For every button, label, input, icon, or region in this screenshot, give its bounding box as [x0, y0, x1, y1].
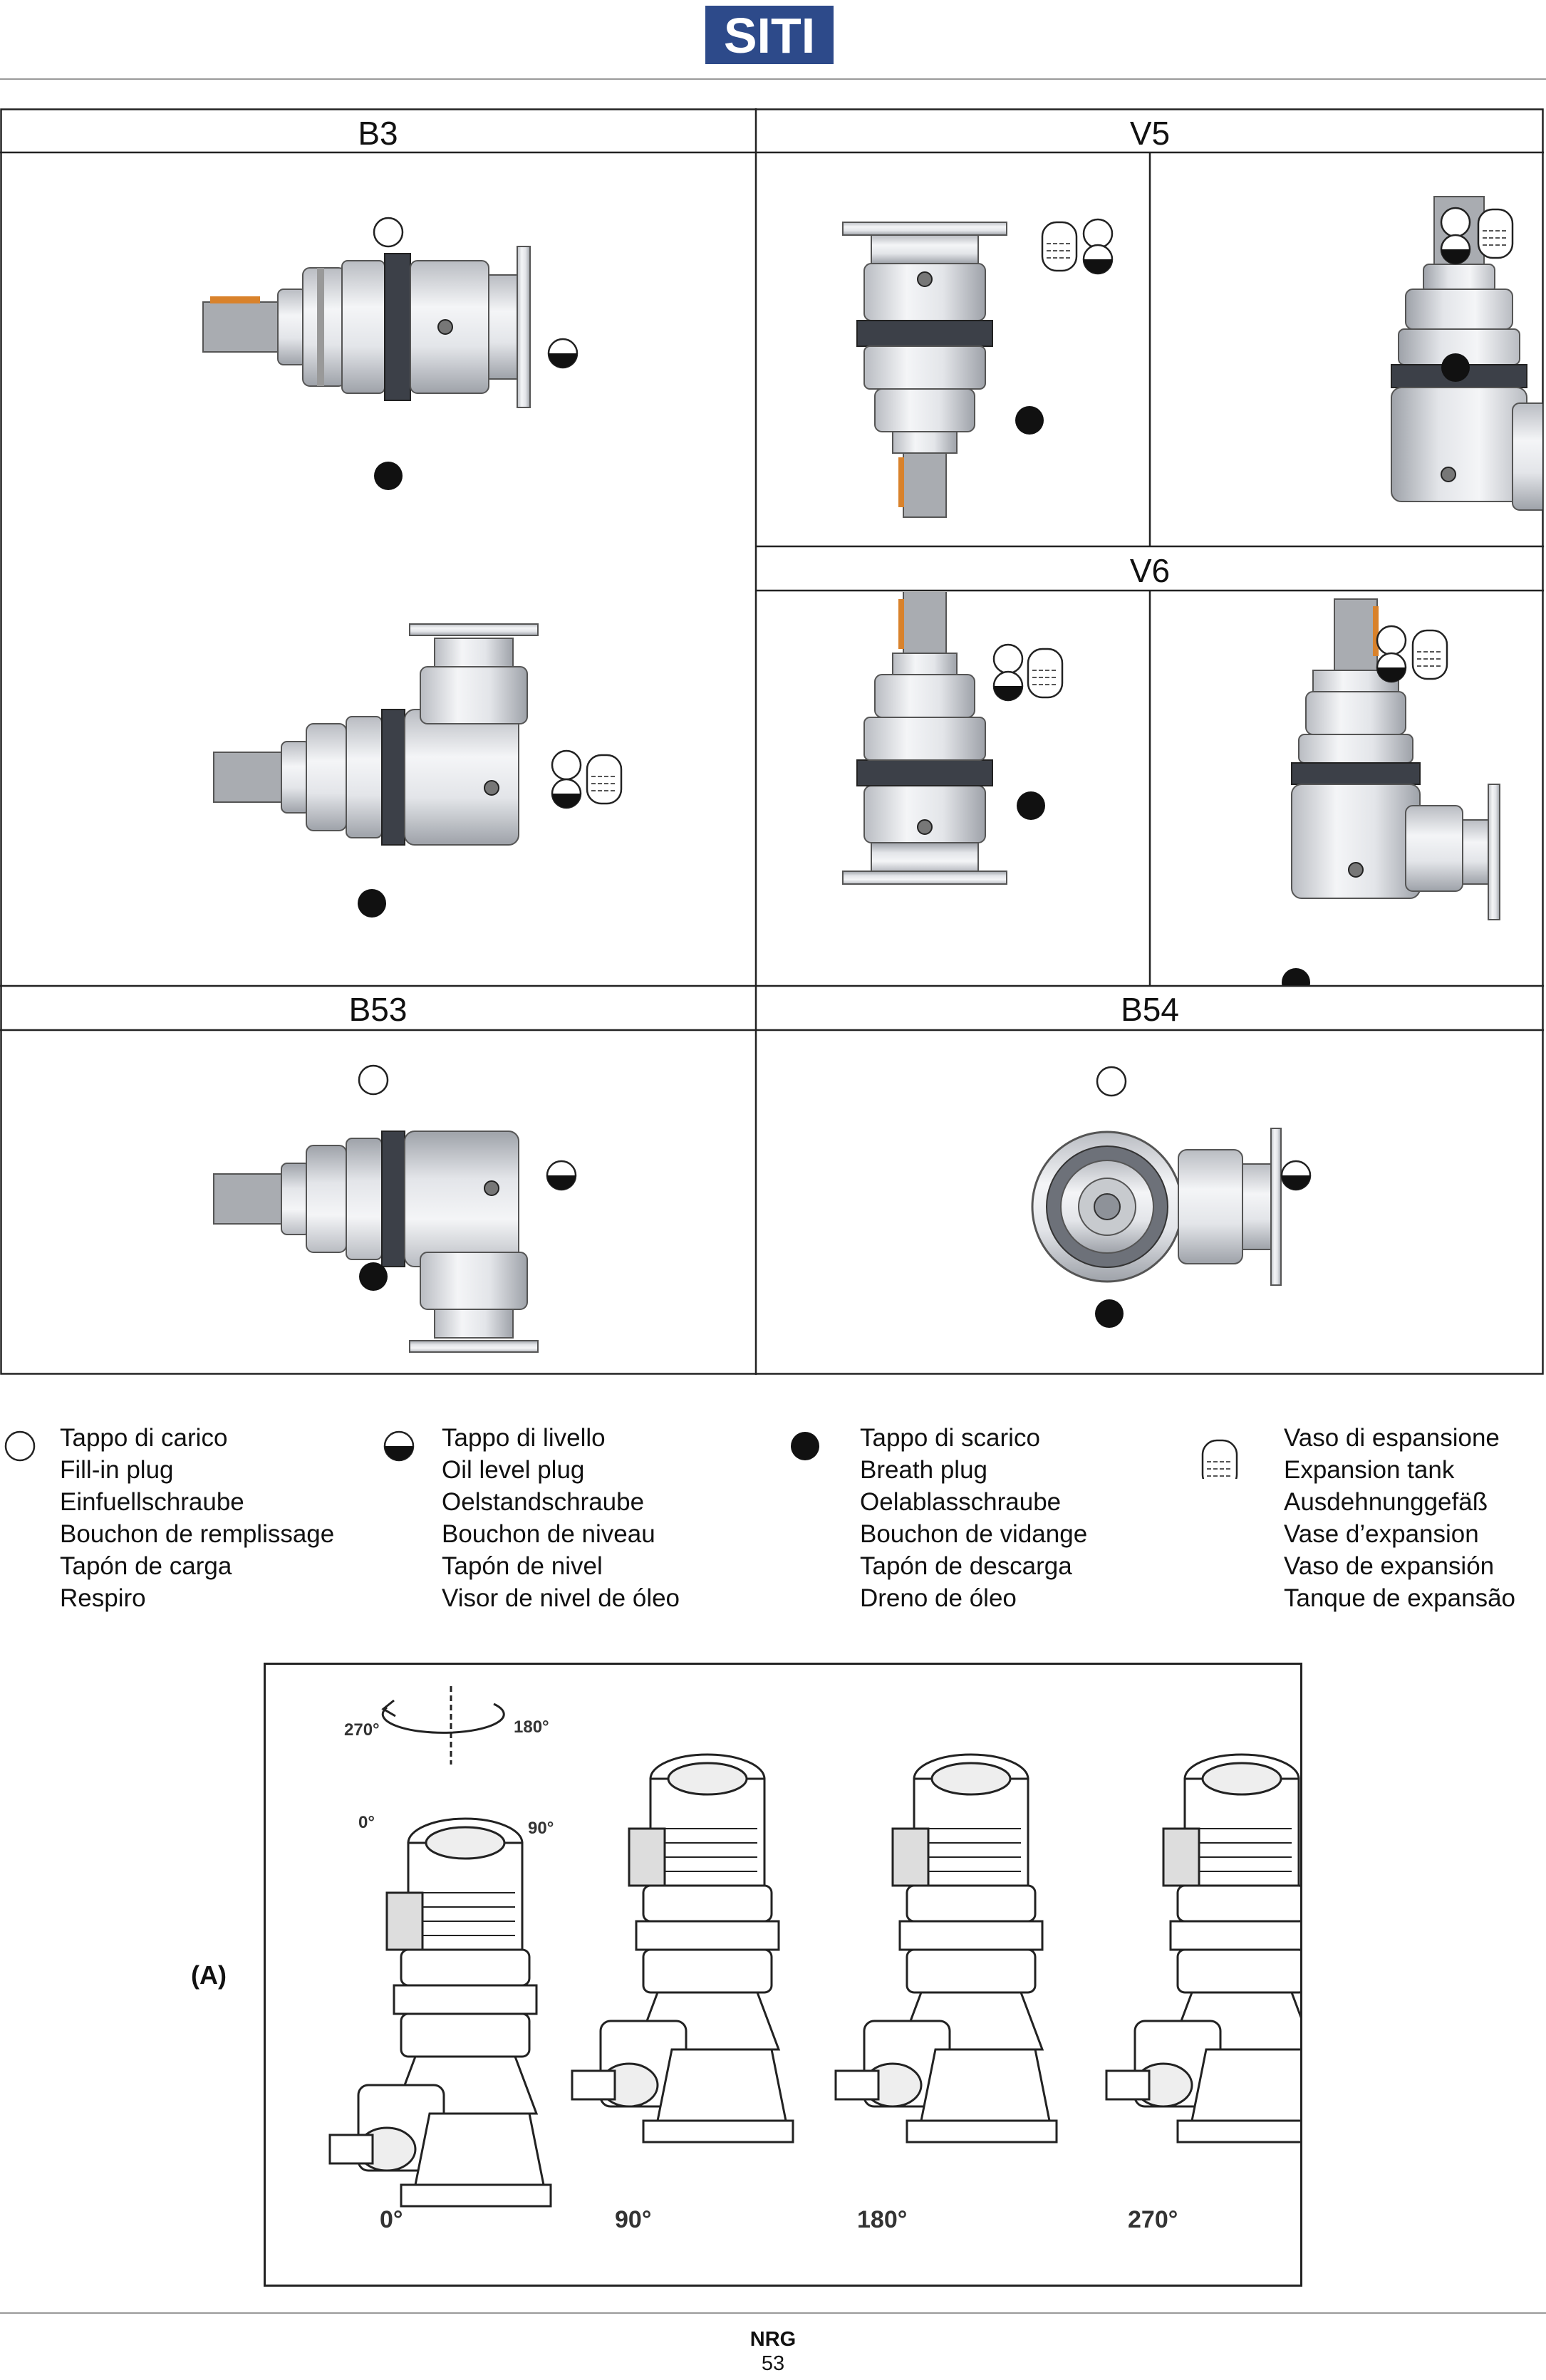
motor-gearbox-180deg [834, 1753, 1058, 2143]
drain-plug-symbol [374, 462, 403, 490]
level-plug-symbol [1082, 244, 1114, 275]
orientation-label-180: 180° [857, 2206, 908, 2233]
b3-drawings [202, 217, 623, 918]
expansion-tank-symbol [586, 754, 623, 805]
rotation-label-180: 180° [514, 1718, 549, 1737]
expansion-tank-symbol [1411, 629, 1448, 680]
drain-plug-symbol [359, 1262, 388, 1291]
legend-drain-plug-icon [791, 1432, 819, 1460]
level-plug-symbol [1440, 234, 1471, 265]
motor-gearbox-270deg [1105, 1753, 1300, 2143]
footer-product-title: NRG [749, 2328, 797, 2351]
page-number: 53 [761, 2352, 785, 2375]
mounting-positions-table: B3 V5 V6 B53 B54 [0, 108, 1544, 1375]
level-plug-symbol [1376, 652, 1407, 683]
header-rule [0, 78, 1546, 80]
level-plug-symbol [547, 338, 579, 369]
drain-plug-symbol [1441, 353, 1470, 382]
v5-drawings [842, 196, 1542, 521]
drain-plug-symbol [1095, 1299, 1124, 1328]
drain-plug-symbol [1015, 406, 1044, 435]
rotation-arrow-icon [381, 1686, 505, 1765]
position-label-b53: B53 [348, 991, 408, 1028]
level-plug-symbol [992, 670, 1024, 702]
fill-plug-symbol [551, 749, 582, 781]
fill-plug-symbol [992, 643, 1024, 675]
fill-plug-symbol [358, 1064, 389, 1096]
level-plug-symbol [1280, 1160, 1312, 1191]
expansion-tank-symbol [1477, 208, 1514, 259]
level-plug-symbol [551, 778, 582, 809]
gearbox-b54-front [1031, 1128, 1282, 1286]
footer-rule [0, 2312, 1546, 2314]
figure-label-a: (A) [191, 1960, 227, 1990]
motor-gearbox-0deg [328, 1817, 552, 2208]
orientation-label-0: 0° [380, 2206, 403, 2233]
rotation-label-0: 0° [358, 1813, 375, 1832]
gearbox-b3-inline [202, 246, 531, 408]
fill-plug-symbol [1376, 625, 1407, 656]
fill-plug-symbol [1096, 1066, 1127, 1097]
legend-expansion-tank-icon [1201, 1439, 1238, 1479]
orientation-label-270: 270° [1128, 2206, 1178, 2233]
position-label-b3: B3 [358, 115, 398, 152]
motor-gearbox-90deg [571, 1753, 794, 2143]
legend-level-plug-icon [383, 1430, 415, 1462]
gearbox-v6-inline [842, 592, 1007, 885]
siti-logo: SITI [705, 6, 834, 64]
rotation-label-270: 270° [344, 1720, 380, 1740]
level-plug-symbol [546, 1160, 577, 1191]
fill-plug-symbol [373, 217, 404, 248]
gearbox-v6-angular [1291, 598, 1500, 920]
gearbox-b3-angular [213, 623, 539, 846]
gearbox-v5-inline [842, 222, 1007, 518]
drain-plug-symbol [358, 889, 386, 918]
fill-plug-symbol [1440, 207, 1471, 238]
orientation-label-90: 90° [615, 2206, 652, 2233]
legend-fill-plug-icon [4, 1430, 36, 1462]
fill-plug-symbol [1082, 218, 1114, 249]
position-label-b54: B54 [1121, 991, 1179, 1028]
motor-orientation-figure: 270° 180° 0° 90° 0° 90° 180° 270° [264, 1663, 1302, 2287]
position-label-v5: V5 [1129, 115, 1171, 152]
b54-drawings [1031, 1066, 1312, 1328]
svg-text:SITI: SITI [724, 8, 815, 63]
expansion-tank-symbol [1041, 221, 1078, 272]
v6-drawings [842, 592, 1500, 985]
position-label-v6: V6 [1129, 552, 1171, 589]
b53-drawings [213, 1064, 577, 1353]
expansion-tank-symbol [1027, 648, 1064, 699]
rotation-label-90: 90° [528, 1819, 554, 1838]
gearbox-b53-angular [213, 1131, 539, 1353]
drain-plug-symbol [1282, 968, 1310, 985]
drain-plug-symbol [1017, 791, 1045, 820]
